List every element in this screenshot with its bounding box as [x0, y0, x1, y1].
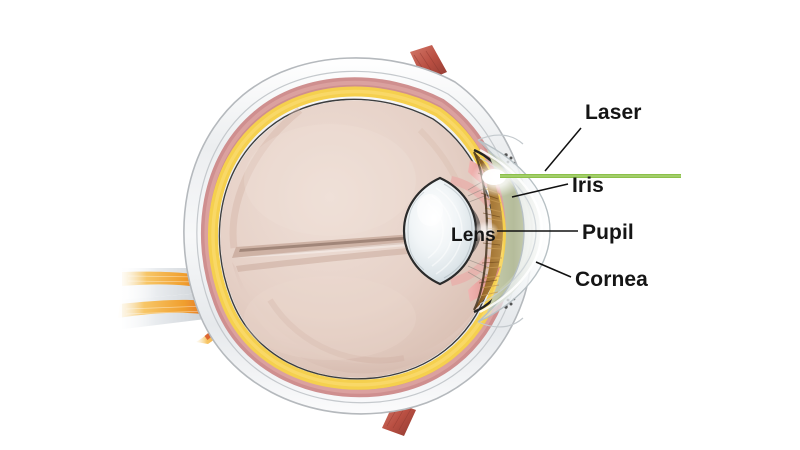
lens	[402, 176, 478, 286]
leader-line-cornea	[535, 261, 572, 278]
leader-lines	[497, 127, 582, 278]
label-lens: Lens	[451, 225, 496, 246]
pupil	[470, 206, 481, 256]
leader-line-iris	[511, 183, 569, 198]
label-iris: Iris	[572, 174, 604, 197]
label-cornea: Cornea	[575, 268, 648, 291]
vitreous-body	[220, 100, 495, 378]
laser-entry-glow	[471, 159, 523, 241]
leader-line-laser	[544, 127, 582, 172]
label-pupil: Pupil	[582, 221, 634, 244]
label-laser: Laser	[585, 101, 642, 124]
